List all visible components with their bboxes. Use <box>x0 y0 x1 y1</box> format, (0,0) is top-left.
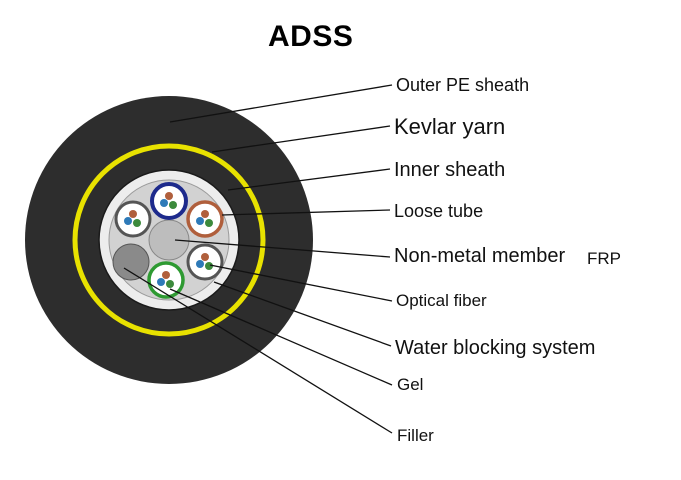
loose-tube-grey-left <box>114 200 152 238</box>
leader-filler <box>123 267 393 434</box>
leader-inner-sheath <box>227 168 391 191</box>
leader-non-metal-member <box>174 239 391 258</box>
label-non-metal-member: Non-metal member <box>394 245 566 267</box>
label-kevlar-yarn: Kevlar yarn <box>394 114 506 139</box>
label-inner-sheath: Inner sheath <box>394 159 506 181</box>
label-optical-fiber: Optical fiber <box>396 291 487 310</box>
label-water-blocking-system: Water blocking system <box>395 337 596 359</box>
label-outer-pe-sheath: Outer PE sheath <box>396 75 530 95</box>
label-loose-tube: Loose tube <box>394 201 484 221</box>
loose-tube-brown <box>186 200 224 238</box>
leader-water-blocking <box>213 281 392 347</box>
loose-tube-grey-right <box>186 243 224 281</box>
label-frp: FRP <box>587 249 621 268</box>
filler-rod <box>112 243 150 281</box>
leader-outer-pe-sheath <box>169 84 393 123</box>
leader-gel <box>169 288 393 386</box>
loose-tube-blue <box>150 182 188 220</box>
leader-optical-fiber <box>209 264 393 302</box>
leader-loose-tube <box>221 209 391 216</box>
label-gel: Gel <box>397 375 424 394</box>
kevlar-yarn-ring <box>72 143 266 337</box>
leader-lines <box>123 84 393 434</box>
label-filler: Filler <box>397 426 434 445</box>
diagram-title: ADSS <box>268 20 354 53</box>
leader-kevlar-yarn <box>211 125 391 153</box>
